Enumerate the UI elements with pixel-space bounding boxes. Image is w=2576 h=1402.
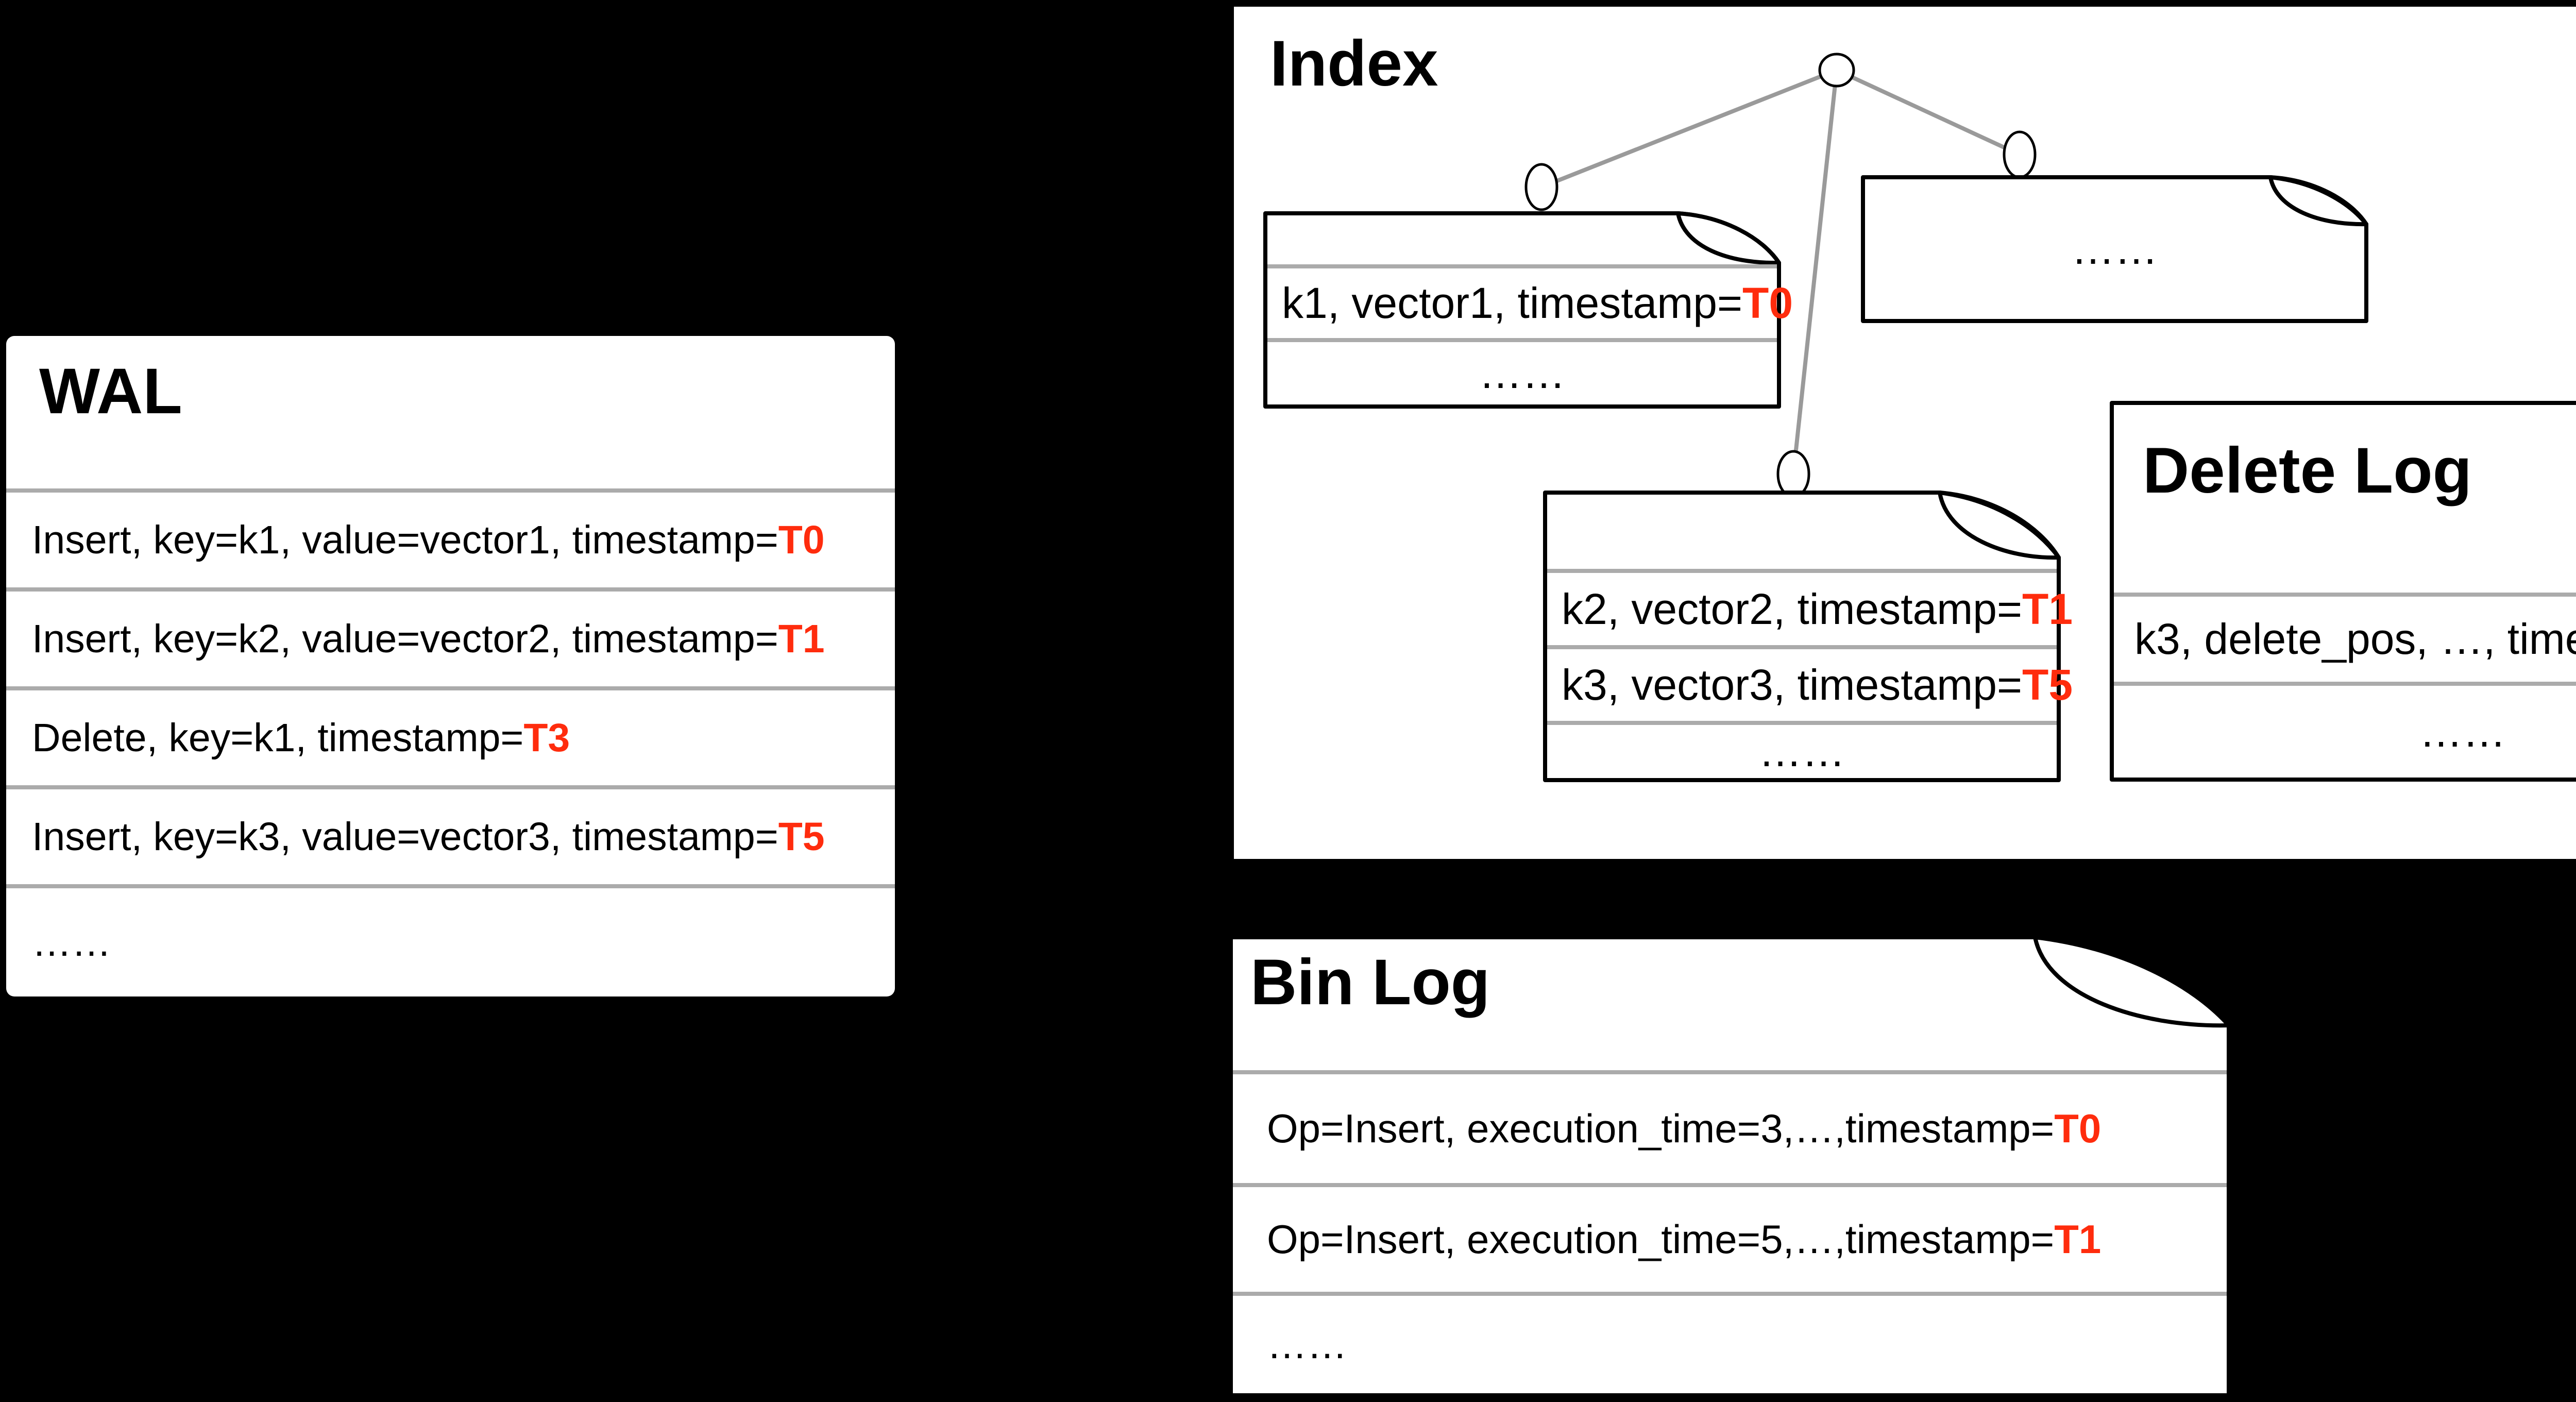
wal-title: WAL bbox=[39, 356, 182, 427]
timestamp-value: T0 bbox=[1742, 279, 1793, 327]
doc-row-ellipsis: …… bbox=[2114, 682, 2576, 778]
timestamp-value: T1 bbox=[2054, 1217, 2102, 1262]
paper-sheet-icon bbox=[1543, 491, 2061, 782]
doc-row: k3, vector3, timestamp=T5 bbox=[1547, 645, 2073, 721]
timestamp-value: T5 bbox=[2022, 661, 2073, 709]
tree-edge-right bbox=[1836, 68, 2021, 157]
page-curl-icon bbox=[2033, 935, 2231, 1028]
wal-box: WAL Insert, key=k1, value=vector1, times… bbox=[6, 336, 895, 996]
doc-row-ellipsis: …… bbox=[1233, 1292, 2227, 1393]
bin-log-doc: Bin Log Op=Insert, execution_time=3,…,ti… bbox=[1229, 935, 2231, 1397]
doc-row: k3, delete_pos, …, timestamp=T3 bbox=[2114, 593, 2576, 682]
page-curl-icon bbox=[2268, 175, 2368, 227]
doc-row: Op=Insert, execution_time=3,…,timestamp=… bbox=[1233, 1070, 2227, 1183]
tree-root-node bbox=[1818, 53, 1855, 88]
doc-row: Op=Insert, execution_time=5,…,timestamp=… bbox=[1233, 1183, 2227, 1292]
index-title: Index bbox=[1270, 28, 1438, 99]
page-curl-icon bbox=[1938, 491, 2061, 560]
wal-row: Delete, key=k1, timestamp=T3 bbox=[6, 686, 895, 785]
wal-row: Insert, key=k3, value=vector3, timestamp… bbox=[6, 785, 895, 884]
doc-header-row: Delete Log bbox=[2114, 405, 2576, 593]
timestamp-value: T3 bbox=[523, 715, 570, 760]
doc-row-ellipsis: …… bbox=[1267, 338, 1777, 404]
index-segment-doc-more: …… bbox=[1861, 175, 2368, 323]
tree-edge-left bbox=[1540, 68, 1838, 189]
paper-sheet-icon bbox=[1861, 175, 2368, 323]
wal-row: Insert, key=k2, value=vector2, timestamp… bbox=[6, 587, 895, 686]
paper-sheet-icon bbox=[1263, 211, 1781, 409]
timestamp-value: T1 bbox=[778, 616, 825, 661]
doc-row-ellipsis: …… bbox=[2071, 225, 2158, 273]
delete-log-doc: Delete Log k3, delete_pos, …, timestamp=… bbox=[2110, 401, 2576, 782]
doc-header-row: Bin Log bbox=[1233, 939, 2227, 1070]
index-segment-doc-1: k1, vector1, timestamp=T0 …… bbox=[1263, 211, 1793, 409]
timestamp-value: T5 bbox=[778, 814, 825, 859]
timestamp-value: T0 bbox=[778, 517, 825, 562]
page-curl-icon bbox=[1676, 211, 1781, 265]
timestamp-value: T1 bbox=[2022, 584, 2073, 633]
tree-node-right bbox=[2003, 130, 2037, 179]
tree-node-middle bbox=[1776, 450, 1810, 498]
tree-edge-middle bbox=[1791, 70, 1839, 475]
index-segment-doc-2: k2, vector2, timestamp=T1 k3, vector3, t… bbox=[1543, 491, 2073, 782]
doc-row: k2, vector2, timestamp=T1 bbox=[1547, 569, 2073, 645]
timestamp-value: T0 bbox=[2054, 1106, 2102, 1151]
wal-row: Insert, key=k1, value=vector1, timestamp… bbox=[6, 488, 895, 587]
doc-row: k1, vector1, timestamp=T0 bbox=[1267, 264, 1793, 338]
doc-header-row bbox=[1267, 215, 1777, 264]
doc-header-row bbox=[1547, 495, 2057, 569]
wal-header: WAL bbox=[6, 336, 895, 488]
delete-log-title: Delete Log bbox=[2143, 435, 2472, 506]
wal-row-ellipsis: …… bbox=[6, 884, 895, 996]
doc-row-ellipsis: …… bbox=[1547, 721, 2057, 778]
bin-log-title: Bin Log bbox=[1250, 947, 1490, 1018]
index-tree bbox=[1524, 53, 2037, 498]
tree-node-left bbox=[1524, 163, 1558, 211]
index-panel: Index k1, vector1, timestamp=T0 …… bbox=[1234, 7, 2576, 859]
paper-sheet-icon bbox=[1229, 935, 2231, 1397]
